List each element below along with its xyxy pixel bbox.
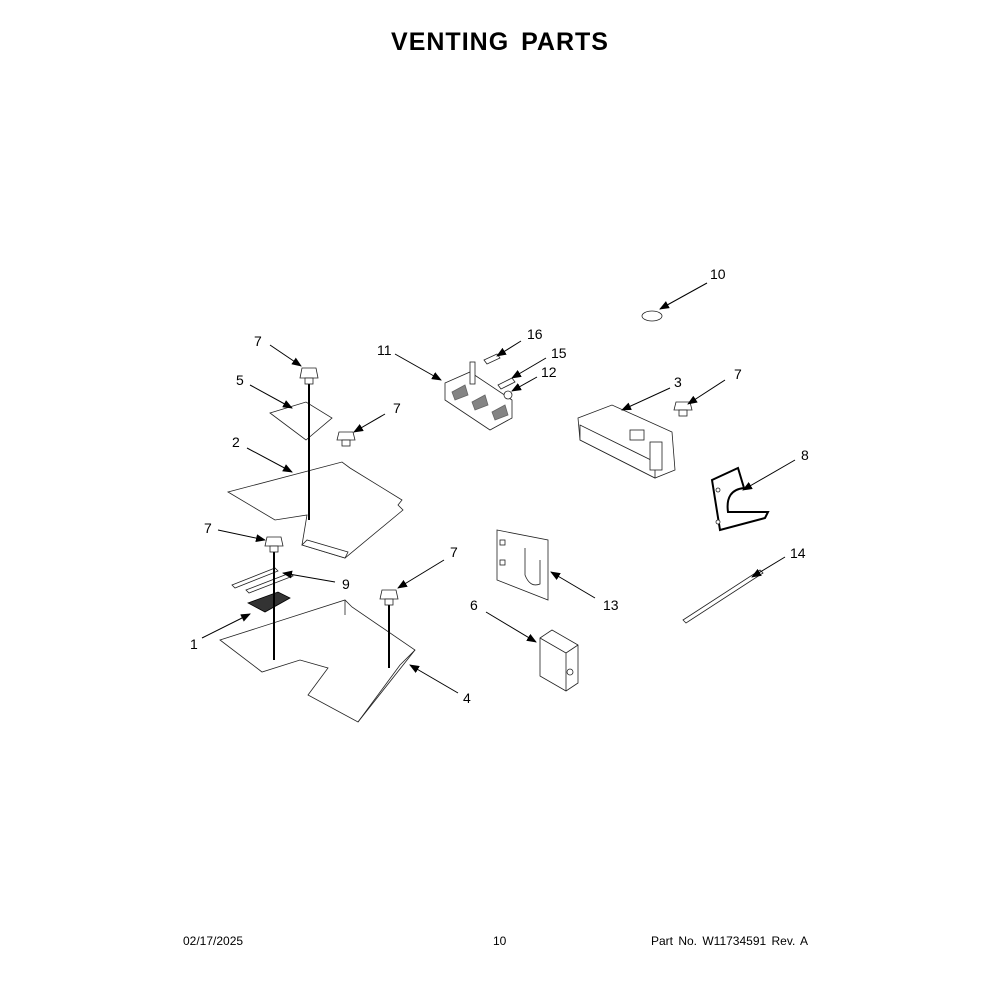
callout-13: 13 <box>603 597 619 613</box>
callout-labels: 1 2 3 4 5 6 7 7 7 7 7 8 9 10 11 12 13 14… <box>190 266 809 706</box>
callout-7-left: 7 <box>204 520 212 536</box>
callout-7-right: 7 <box>734 366 742 382</box>
part-15-pin <box>497 377 516 390</box>
callout-12: 12 <box>541 364 557 380</box>
leader-lines <box>201 282 796 694</box>
callout-6: 6 <box>470 597 478 613</box>
callout-8: 8 <box>801 447 809 463</box>
callout-7-lower: 7 <box>450 544 458 560</box>
part-12-nut <box>503 390 513 400</box>
part-16-connector <box>483 353 501 365</box>
part-7-screw-right <box>673 401 693 417</box>
callout-1: 1 <box>190 636 198 652</box>
callout-7-mid: 7 <box>393 400 401 416</box>
callout-10: 10 <box>710 266 726 282</box>
page-title: VENTING PARTS <box>391 28 609 56</box>
callout-16: 16 <box>527 326 543 342</box>
part-10-washer <box>641 310 663 322</box>
callout-14: 14 <box>790 545 806 561</box>
part-11-terminal-block <box>444 361 513 431</box>
callout-3: 3 <box>674 374 682 390</box>
footer-page-number: 10 <box>493 934 507 948</box>
footer-date: 02/17/2025 <box>183 934 244 948</box>
part-4-base-panel <box>219 599 416 723</box>
part-9-strips <box>231 567 294 594</box>
callout-5: 5 <box>236 372 244 388</box>
part-14-rod <box>682 569 764 624</box>
part-13-u-plate <box>496 529 549 601</box>
part-3-switch-assembly <box>577 404 676 479</box>
part-1-vent-cap <box>247 591 291 613</box>
callout-11: 11 <box>377 342 392 358</box>
callout-4: 4 <box>463 690 471 706</box>
callout-2: 2 <box>232 434 240 450</box>
part-7-screw-top <box>299 367 319 385</box>
footer-part-number: Part No. W11734591 Rev. A <box>651 934 808 948</box>
part-6-junction-box <box>539 629 579 692</box>
part-7-screw-lower <box>379 589 399 606</box>
part-5-plate <box>269 401 333 441</box>
callout-15: 15 <box>551 345 567 361</box>
part-7-screw-mid <box>336 431 356 447</box>
part-2-vent-panel <box>226 461 404 559</box>
part-8-bracket <box>710 466 770 532</box>
part-7-screw-left <box>264 536 284 553</box>
callout-9: 9 <box>342 576 350 592</box>
callout-7-top: 7 <box>254 333 262 349</box>
